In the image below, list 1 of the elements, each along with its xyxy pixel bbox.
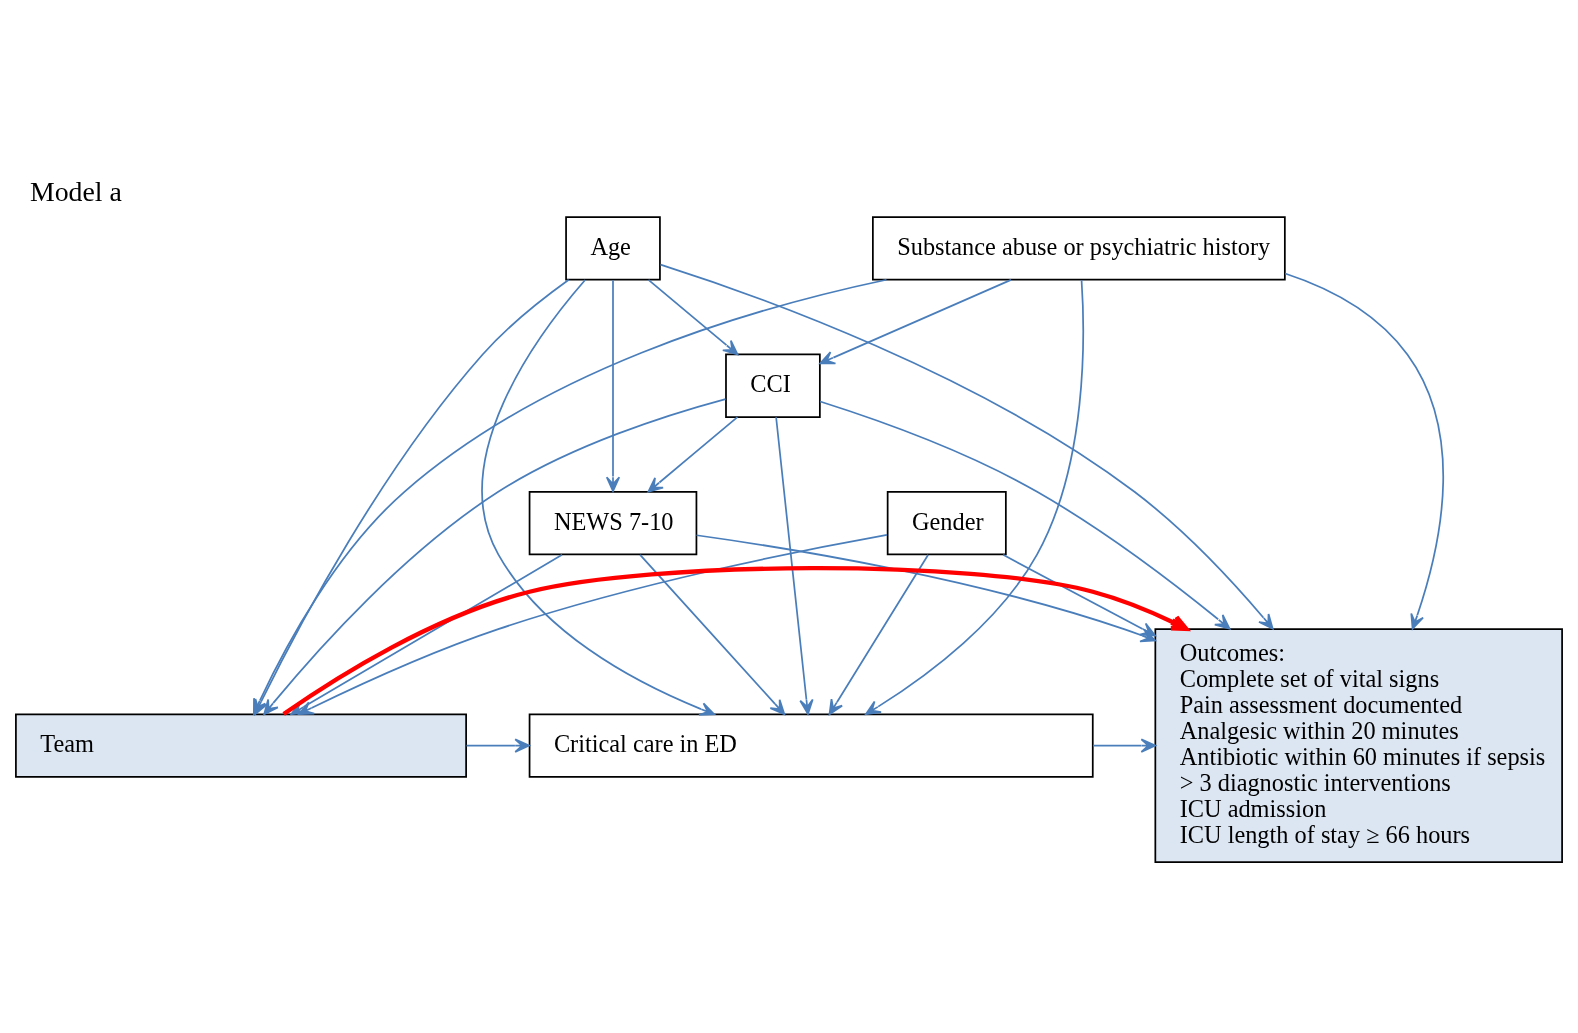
diagram-title: Model a — [29, 175, 122, 207]
